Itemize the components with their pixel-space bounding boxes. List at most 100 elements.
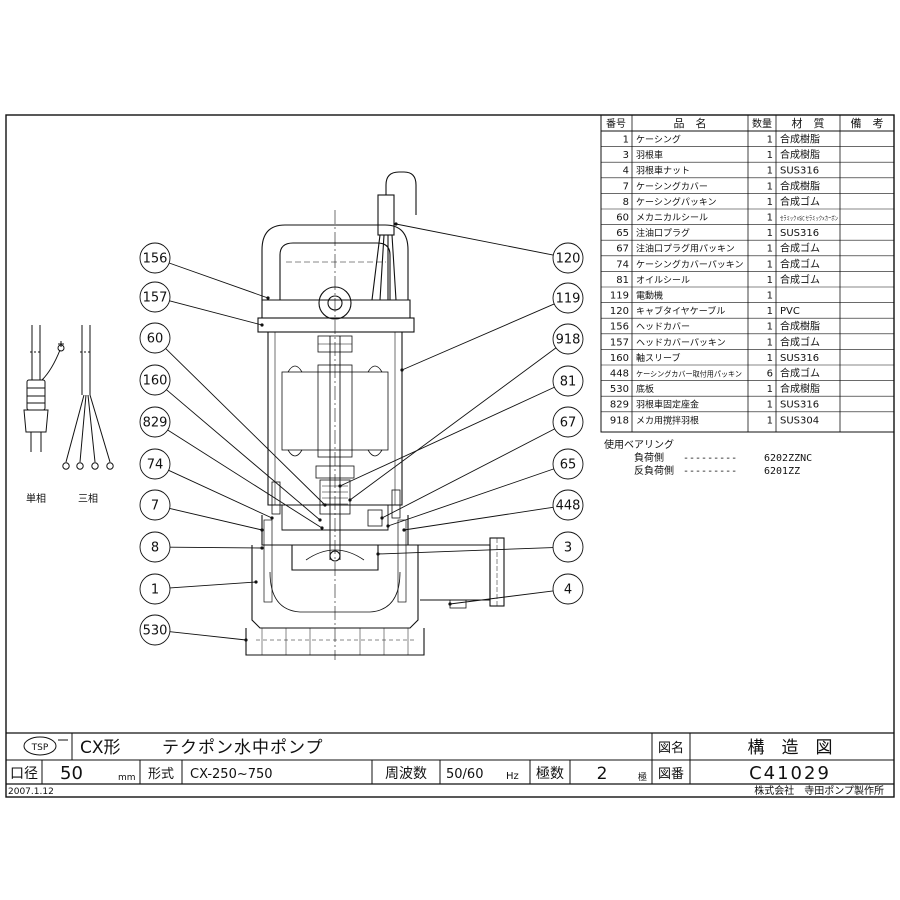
callout-leader-line [395, 223, 554, 256]
part-qty: 1 [767, 384, 773, 395]
drawing-name-label: 図名 [658, 740, 684, 756]
part-material: 合成ゴム [780, 257, 820, 270]
part-qty: 1 [767, 306, 773, 317]
part-material: 合成樹脂 [780, 179, 820, 192]
part-qty: 1 [767, 275, 773, 286]
table-header-material: 材 質 [792, 116, 825, 130]
callout-leader-dot [270, 516, 274, 520]
part-qty: 1 [767, 322, 773, 333]
product-name: テクポン水中ポンプ [162, 738, 324, 758]
callout-leader-dot [380, 516, 384, 520]
part-number: 918 [610, 415, 629, 426]
part-number: 829 [610, 400, 629, 411]
callout-leader-dot [348, 498, 352, 502]
part-material: 合成ゴム [780, 335, 820, 348]
part-qty: 1 [767, 244, 773, 255]
callout-leader-line [387, 468, 554, 527]
series-name: CX形 [80, 738, 121, 758]
part-qty: 6 [767, 369, 773, 380]
part-name: オイルシール [636, 275, 690, 286]
callout-bubble [139, 281, 171, 313]
freq-unit: Hz [506, 771, 519, 782]
part-number: 3 [623, 150, 629, 161]
table-header-name: 品 名 [674, 116, 707, 130]
part-number: 60 [616, 213, 629, 224]
callout-leader-dot [402, 528, 406, 532]
logo-text: TSP [31, 743, 49, 753]
callout-leader-line [349, 347, 557, 501]
part-qty: 1 [767, 291, 773, 302]
part-name: ケーシングカバー取付用パッキン [636, 369, 742, 379]
part-number: 157 [610, 337, 629, 348]
callout-number: 530 [143, 624, 168, 639]
callout-leader-line [165, 348, 326, 506]
part-name: キャブタイヤケーブル [636, 305, 725, 317]
bearing-load-side-leader: --------- [683, 453, 737, 464]
table-row: 81 オイルシール 1 合成ゴム [616, 273, 820, 286]
poles-unit: 極 [638, 771, 647, 783]
model-label: 形式 [148, 767, 174, 782]
part-material: セラミック×SiC セラミック×カーボン [780, 215, 838, 223]
callout-number: 74 [147, 458, 164, 473]
part-qty: 1 [767, 181, 773, 192]
poles-label: 極数 [536, 766, 564, 782]
part-qty: 1 [767, 259, 773, 270]
part-material: 合成樹脂 [780, 382, 820, 395]
part-name: ケーシングパッキン [636, 196, 717, 208]
part-name: メカ用撹拌羽根 [636, 414, 699, 426]
part-name: 羽根車 [636, 149, 663, 161]
callout-number: 65 [560, 458, 577, 473]
callout-leader-dot [376, 552, 380, 556]
callout-number: 60 [147, 332, 164, 347]
part-name: ヘッドカバーパッキン [636, 337, 726, 348]
callout-number: 448 [556, 499, 581, 514]
part-qty: 1 [767, 353, 773, 364]
callout-number: 81 [560, 375, 577, 390]
part-material: 合成ゴム [780, 367, 820, 380]
model-value: CX-250~750 [190, 767, 273, 782]
callout-bubble [552, 323, 584, 355]
part-qty: 1 [767, 135, 773, 146]
table-header-remarks: 備 考 [851, 117, 884, 130]
part-qty: 1 [767, 213, 773, 224]
callout-leader-dot [244, 638, 248, 642]
table-row: 157 ヘッドカバーパッキン 1 合成ゴム [610, 335, 820, 348]
callout-leader-line [167, 429, 323, 529]
callout-bubble [139, 614, 171, 646]
callout-leader-dot [260, 528, 264, 532]
callout-number: 918 [556, 333, 581, 348]
callout-leader-dot [386, 524, 390, 528]
bearing-anti-load-side-leader: --------- [683, 466, 737, 477]
part-name: 羽根車固定座金 [636, 399, 699, 411]
freq-label: 周波数 [385, 766, 427, 782]
title-block [6, 732, 894, 785]
callout-leader-line [403, 506, 554, 531]
callout-number: 3 [564, 541, 572, 556]
callout-leader-dot [254, 580, 258, 584]
part-number: 74 [616, 259, 629, 270]
callout-leader-dot [338, 484, 342, 488]
bearings-note: 使用ベアリング 負荷側 --------- 6202ZZNC 反負荷側 ----… [604, 438, 812, 477]
part-qty: 1 [767, 337, 773, 348]
callout-number: 8 [151, 541, 159, 556]
table-header-no: 番号 [606, 118, 626, 130]
part-material: 合成ゴム [780, 273, 820, 286]
part-name: 電動機 [636, 290, 663, 302]
callout-bubble [552, 531, 584, 563]
sheet-border [5, 114, 895, 798]
callout-number: 120 [556, 252, 581, 267]
bore-unit: mm [118, 773, 136, 783]
callout-leader-dot [394, 222, 398, 226]
part-number: 81 [616, 275, 629, 286]
part-name: 注油口プラグ用パッキン [636, 243, 735, 255]
part-number: 4 [623, 166, 629, 177]
callout-bubble [139, 406, 171, 438]
callout-leader-line [169, 300, 263, 326]
